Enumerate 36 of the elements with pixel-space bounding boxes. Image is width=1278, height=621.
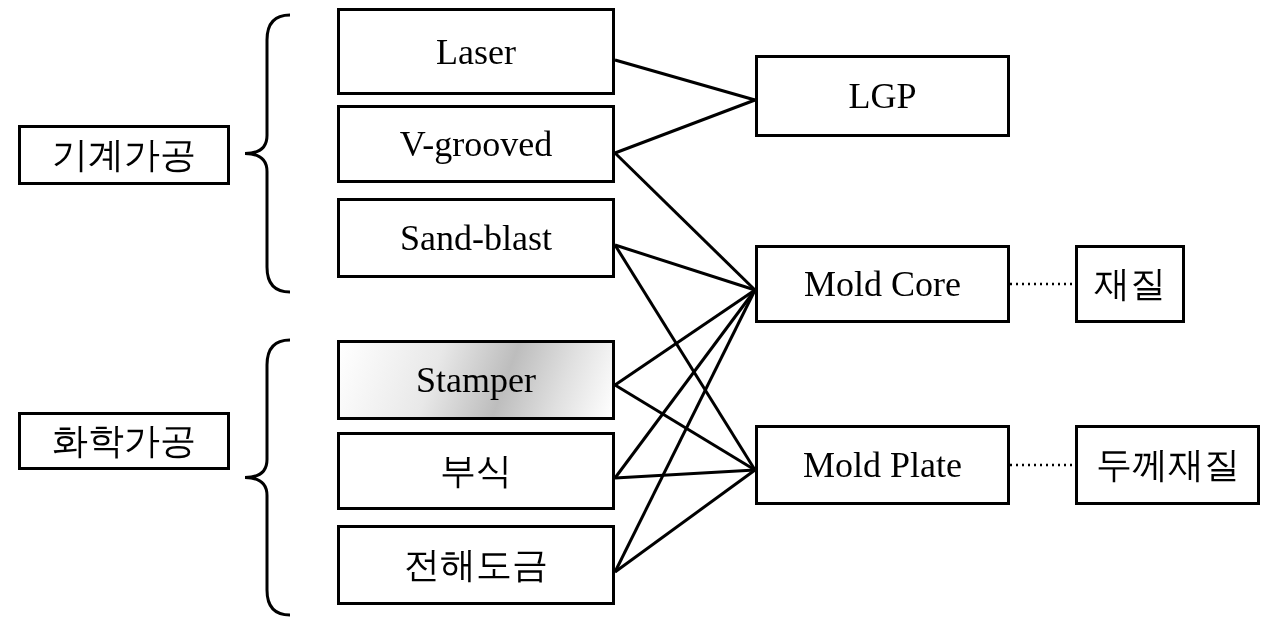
connector-line [614,243,756,292]
process-box [337,198,615,278]
box-label: 부식 [440,449,512,493]
category-box [18,125,230,185]
box-label: 전해도금 [404,543,548,587]
process-box [755,245,1010,323]
connector-line [614,288,756,387]
process-box [337,105,615,183]
process-box [1075,245,1185,323]
box-label: 두께재질 [1095,443,1240,487]
process-box [755,425,1010,505]
process-box [337,340,615,420]
box-label: 기계가공 [52,133,196,177]
dotted-connector [1010,463,1075,467]
box-label: V-grooved [399,123,553,165]
dotted-connector [1010,282,1075,286]
box-label: 재질 [1094,262,1166,306]
process-box [337,525,615,605]
box-label: Sand-blast [400,217,552,259]
box-label: 화학가공 [52,419,196,463]
category-box [18,412,230,470]
box-label: Mold Plate [803,444,962,486]
connector-line [614,468,756,480]
box-label: LGP [848,75,917,117]
connector-line [614,58,756,102]
box-label: Stamper [416,359,536,401]
connector-line [614,383,756,472]
connector-line [614,98,756,155]
connector-line [614,468,756,574]
process-box [755,55,1010,137]
process-box [1075,425,1260,505]
connector-line [613,244,757,471]
process-box [337,8,615,95]
process-box [337,432,615,510]
box-label: Laser [436,30,516,73]
box-label: Mold Core [804,263,961,305]
